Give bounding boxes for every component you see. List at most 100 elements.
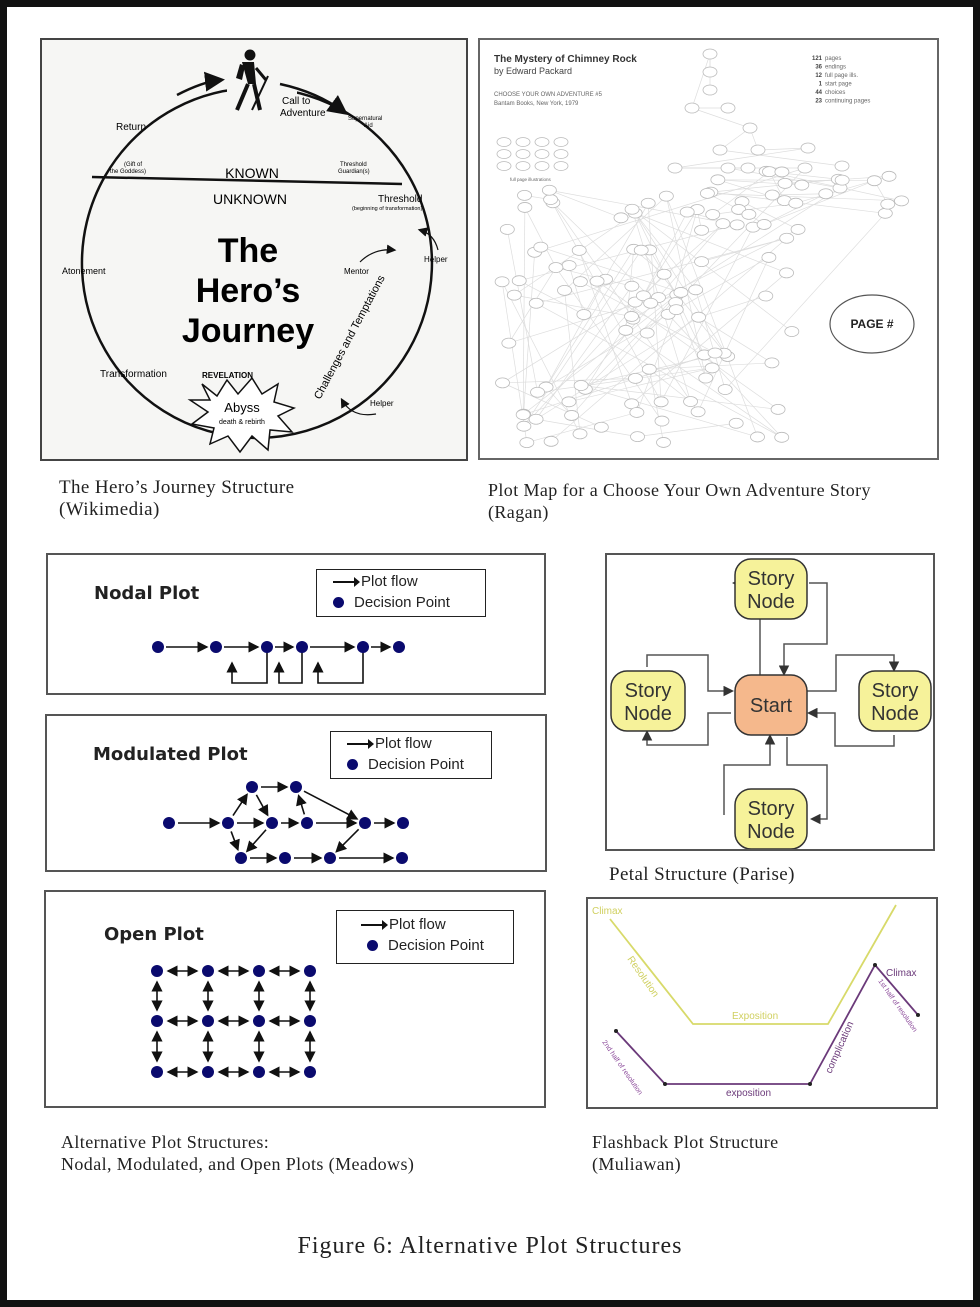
page-node: [774, 431, 790, 443]
decision-point: [396, 852, 408, 864]
decision-point: [246, 781, 258, 793]
page-node: [741, 208, 757, 220]
book-publisher: Bantam Books, New York, 1979: [494, 101, 579, 107]
upper-climax: Climax: [592, 906, 623, 917]
decision-point: [290, 781, 302, 793]
page-node: [729, 219, 745, 231]
petal-caption: Petal Structure (Parise): [609, 864, 795, 885]
plot-flow-arrow: [245, 829, 267, 853]
page-node: [758, 290, 774, 302]
decision-point: [266, 817, 278, 829]
stat-label: continuing pages: [825, 99, 870, 105]
page-node: [543, 194, 559, 205]
node-label: Node: [624, 703, 672, 725]
page-node: [573, 380, 589, 391]
page-node: [705, 209, 721, 220]
node-label: Story: [625, 680, 672, 702]
caption-line: (Ragan): [488, 502, 549, 522]
decision-point: [202, 965, 214, 977]
page-node: [636, 290, 651, 302]
page-node: [818, 188, 834, 200]
page-node: [702, 48, 718, 60]
loop-back-arrow: [273, 647, 303, 684]
page-node: [710, 174, 726, 186]
illustration-node: [515, 149, 531, 159]
plot-flow-arrow: [232, 793, 248, 816]
legend: Plot flow Decision Point: [316, 569, 486, 617]
page-node: [572, 276, 588, 288]
label-revelation: REVELATION: [202, 371, 253, 380]
illustration-node: [496, 149, 512, 159]
label-transformation: Transformation: [100, 369, 167, 380]
page-node: [530, 386, 545, 398]
page-node: [499, 223, 515, 235]
page-node: [667, 162, 683, 174]
caption-line: Plot Map for a Choose Your Own Adventure…: [488, 480, 871, 500]
page-node: [533, 241, 549, 253]
page-node: [624, 203, 640, 215]
label-mentor: Mentor: [344, 267, 369, 276]
page-node: [877, 207, 893, 219]
story-node-top: Story Node: [734, 558, 808, 620]
page-node: [715, 218, 731, 230]
label-atonement: Atonement: [62, 266, 106, 276]
petal-structure-diagram: Story Node Story Node Story Node Story N…: [610, 558, 932, 850]
page-node: [640, 197, 656, 209]
flashback-caption: Flashback Plot Structure (Muliawan): [592, 1131, 779, 1175]
decision-point-icon: [333, 597, 344, 608]
decision-point: [304, 1066, 316, 1078]
label-gift-2: the Goddess): [110, 169, 146, 175]
alt-plot-caption: Alternative Plot Structures: Nodal, Modu…: [61, 1131, 414, 1175]
heros-journey-caption: The Hero’s Journey Structure (Wikimedia): [59, 477, 294, 521]
decision-point: [210, 641, 222, 653]
page-node: [790, 224, 806, 235]
decision-point: [279, 852, 291, 864]
page-node: [797, 162, 813, 174]
page-node: [866, 175, 882, 187]
illustration-node: [534, 149, 550, 159]
label-call-1: Call to: [282, 96, 311, 107]
page-node: [712, 144, 728, 156]
label-challenges: Challenges and Temptations: [312, 273, 388, 401]
page-node: [506, 289, 522, 301]
page-node: [834, 174, 850, 186]
page-node: [731, 204, 747, 215]
page-node: [788, 197, 804, 209]
page-node: [894, 195, 909, 207]
page-node: [564, 410, 579, 421]
page-node: [561, 260, 577, 271]
page-node: [691, 311, 707, 323]
page-node: [517, 202, 533, 213]
page-node: [777, 177, 793, 189]
decision-point: [261, 641, 273, 653]
page-node: [794, 179, 810, 191]
node-label: Story: [748, 798, 795, 820]
page-node: [628, 373, 643, 384]
plot-tree: [494, 48, 909, 448]
page-node: [516, 420, 532, 432]
label-guardians-2: Guardian(s): [338, 169, 370, 175]
illustration-node: [534, 161, 550, 171]
stat-number: 23: [815, 99, 822, 105]
label-call-2: Adventure: [280, 108, 326, 119]
stat-number: 121: [812, 56, 823, 62]
page-node: [656, 268, 672, 280]
plot-flow-arrow: [335, 828, 360, 853]
plot-flow-arrow: [229, 831, 240, 852]
lower-exposition: exposition: [726, 1088, 771, 1099]
page-key-ellipse: [829, 294, 915, 354]
open-plot-panel: Open Plot Plot flow Decision Point: [44, 890, 546, 1108]
lower-second-half: 2nd half of resolution: [600, 1039, 643, 1096]
label-helper-1: Helper: [424, 255, 448, 264]
page-node: [541, 184, 557, 196]
stat-label: start page: [825, 82, 852, 88]
nodal-plot-title: Nodal Plot: [94, 583, 200, 604]
decision-point: [151, 1066, 163, 1078]
illustration-node: [496, 137, 512, 147]
legend-plot-flow: Plot flow: [389, 916, 446, 933]
page-node: [630, 431, 645, 443]
page-node: [641, 363, 657, 375]
label-supernatural-1: Supernatural: [348, 116, 382, 122]
modulated-plot-title: Modulated Plot: [93, 744, 248, 765]
